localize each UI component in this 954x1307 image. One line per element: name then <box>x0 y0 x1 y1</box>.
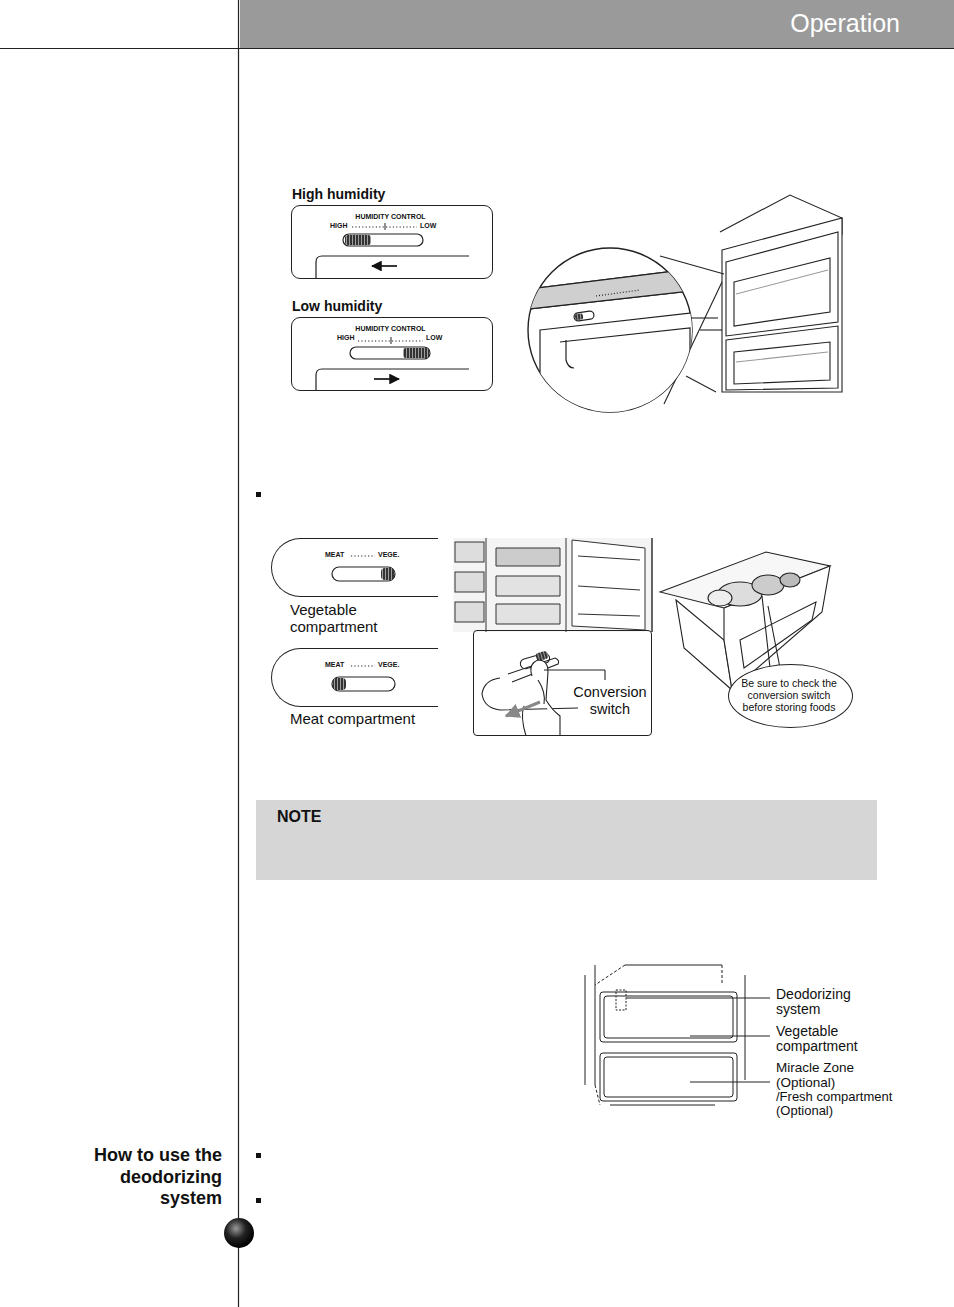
humidity-panel: Low humidityHUMIDITY CONTROLHIGHLOW <box>291 317 493 391</box>
refrigerator-interior <box>453 538 652 632</box>
switch-panel: MEATVEGE.Vegetable compartment <box>271 538 438 597</box>
switch-inset: Conversion switch <box>473 630 652 736</box>
margin-rule <box>238 0 239 1307</box>
magnifier <box>520 248 700 420</box>
note-box: NOTE <box>256 800 877 880</box>
node-text: Be sure to check the conversion switch b… <box>737 677 841 713</box>
crisper-drawers <box>660 195 842 404</box>
node-heading: Low humidity <box>292 298 382 314</box>
part-label: /Fresh compartment (Optional) <box>776 1090 906 1119</box>
humidity-panel: High humidityHUMIDITY CONTROLHIGHLOW <box>291 205 493 279</box>
node-text: LOW <box>426 334 442 342</box>
part-label: Vegetable compartment <box>776 1024 896 1055</box>
node-text: MEAT <box>325 661 344 669</box>
deodorizing-diagram <box>585 965 770 1105</box>
node-heading: High humidity <box>292 186 385 202</box>
page-marker <box>224 1218 254 1248</box>
node-text: NOTE <box>277 808 321 826</box>
callout-oval: Be sure to check the conversion switch b… <box>728 664 853 728</box>
node-text: HUMIDITY CONTROL <box>292 213 489 221</box>
node-text: LOW <box>420 222 436 230</box>
node-text: MEAT <box>325 551 344 559</box>
node-heading: Meat compartment <box>290 710 450 727</box>
page-title: Operation <box>740 9 900 38</box>
part-label: Miracle Zone (Optional) <box>776 1061 886 1091</box>
node-text: Conversion switch <box>572 684 648 717</box>
switch-panel: MEATVEGE.Meat compartment <box>271 648 438 707</box>
node-text: VEGE. <box>378 551 399 559</box>
node-text: HUMIDITY CONTROL <box>292 325 489 333</box>
node-text: HIGH <box>330 222 348 230</box>
section-heading: How to use the deodorizing system <box>60 1145 222 1210</box>
node-heading: Vegetable compartment <box>290 601 410 636</box>
part-label: Deodorizing system <box>776 987 886 1018</box>
node-text: VEGE. <box>378 661 399 669</box>
node-text: HIGH <box>337 334 355 342</box>
header-bar <box>240 0 954 48</box>
